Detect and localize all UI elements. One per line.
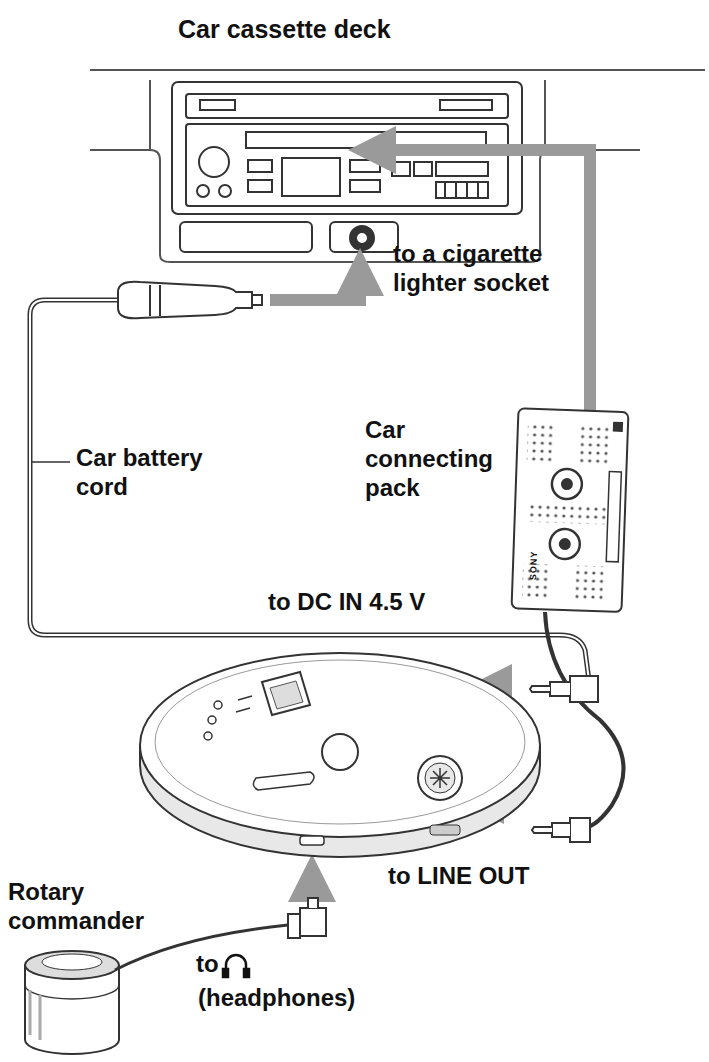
- cd-player: [140, 653, 540, 857]
- headphone-symbol: [223, 955, 249, 977]
- connection-note: to a cigarette lighter socket: [393, 240, 593, 298]
- connection-note: to DC IN 4.5 V: [268, 588, 508, 617]
- car-battery-cord: [30, 300, 590, 688]
- cassette-deck: [172, 82, 522, 252]
- connection-note: (headphones): [198, 984, 398, 1013]
- connection-note: to: [196, 950, 226, 979]
- lighter-plug: [118, 282, 262, 319]
- dashboard: [90, 70, 705, 262]
- pack-cord: [545, 612, 624, 828]
- part-name: Car battery cord: [76, 444, 226, 502]
- part-name: Rotary commander: [8, 878, 148, 936]
- car-connecting-pack: [512, 408, 629, 612]
- part-name: Car connecting pack: [365, 416, 507, 502]
- part-name: Car cassette deck: [178, 14, 438, 44]
- brand-mark: SONY: [528, 551, 540, 581]
- connection-note: to LINE OUT: [388, 862, 588, 891]
